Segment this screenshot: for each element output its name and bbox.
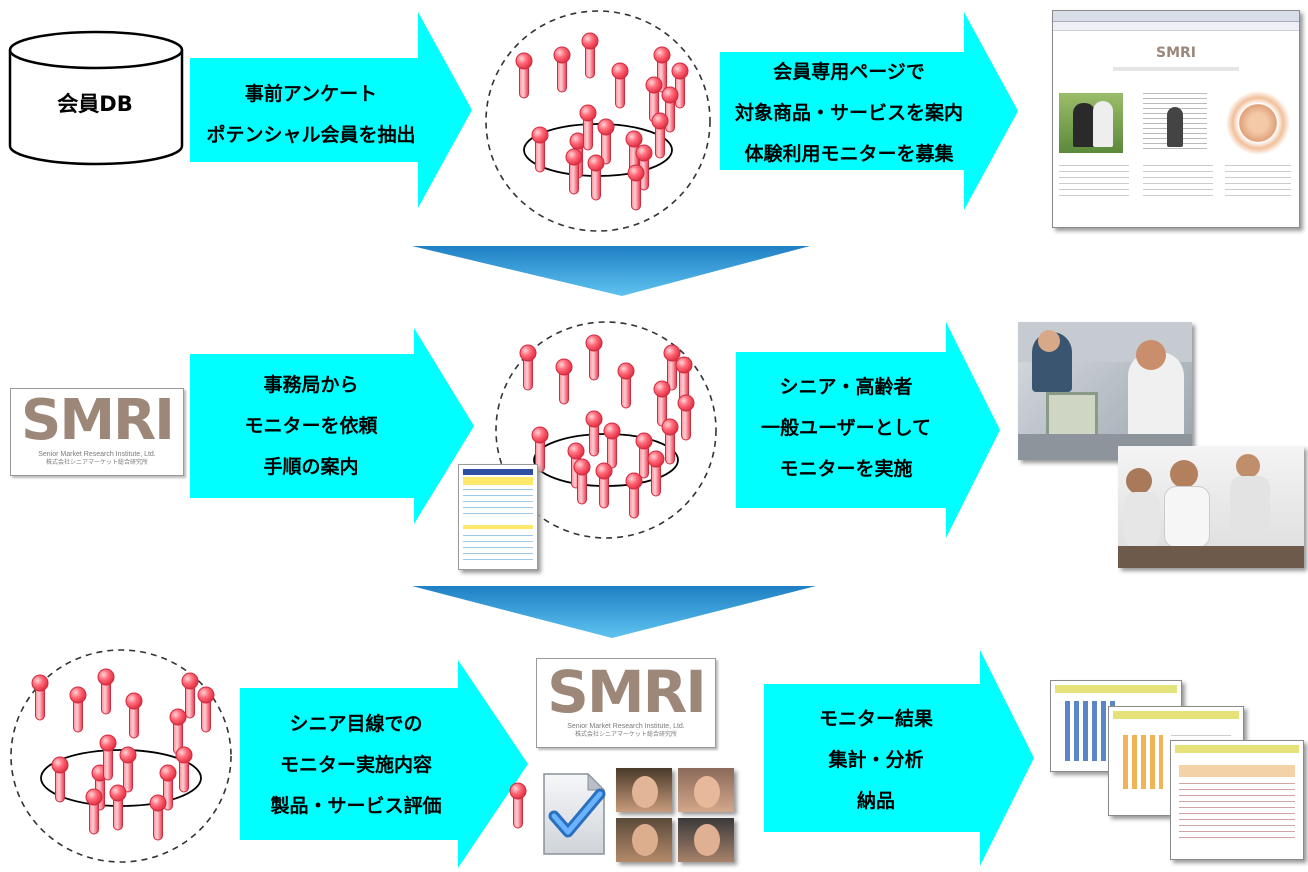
member-web-page-thumbnail: SMRI — [1052, 10, 1300, 228]
process-arrow-1 — [190, 12, 472, 208]
result-1-text: 会員専用ページで 対象商品・サービスを案内 体験利用モニターを募集 — [734, 60, 963, 165]
seniors-exercise-photo — [1118, 446, 1304, 568]
monitor-person-icon — [509, 782, 527, 829]
arrow-3-text: シニア目線での モニター実施内容 製品・サービス評価 — [270, 712, 442, 817]
people-group-icon — [484, 8, 712, 234]
arrow-1-text: 事前アンケート ポテンシャル会員を抽出 — [206, 83, 416, 146]
senior-portrait-photo — [678, 818, 734, 862]
people-group-icon — [8, 646, 234, 866]
senior-portrait-photo — [616, 818, 672, 862]
result-2-text: シニア・高齢者 一般ユーザーとして モニターを実施 — [760, 375, 932, 480]
people-group-icon — [494, 318, 718, 542]
member-db-label: 会員DB — [57, 92, 133, 116]
result-3-text: モニター結果 集計・分析 納品 — [818, 707, 933, 812]
result-arrow-1 — [720, 12, 1018, 210]
chevron-down-icon — [412, 586, 816, 638]
senior-portrait-photo — [678, 768, 734, 812]
web-page-logo: SMRI — [1155, 45, 1196, 61]
chevron-down-icon — [412, 246, 810, 296]
senior-portrait-photo — [616, 768, 672, 812]
database-icon — [8, 30, 184, 166]
process-arrow-2 — [190, 328, 474, 524]
smri-logo: SMRI Senior Market Research Institute, L… — [536, 658, 716, 748]
checkmark-document-icon — [543, 772, 606, 855]
result-arrow-3 — [764, 650, 1034, 866]
result-arrow-2 — [736, 322, 1000, 538]
smri-logo: SMRI Senior Market Research Institute, L… — [10, 388, 184, 476]
seniors-computer-photo — [1018, 322, 1192, 460]
process-arrow-3 — [240, 660, 528, 868]
procedure-document-thumbnail — [458, 464, 538, 570]
report-page-3 — [1170, 740, 1304, 860]
arrow-2-text: 事務局から モニターを依頼 手順の案内 — [244, 373, 378, 478]
